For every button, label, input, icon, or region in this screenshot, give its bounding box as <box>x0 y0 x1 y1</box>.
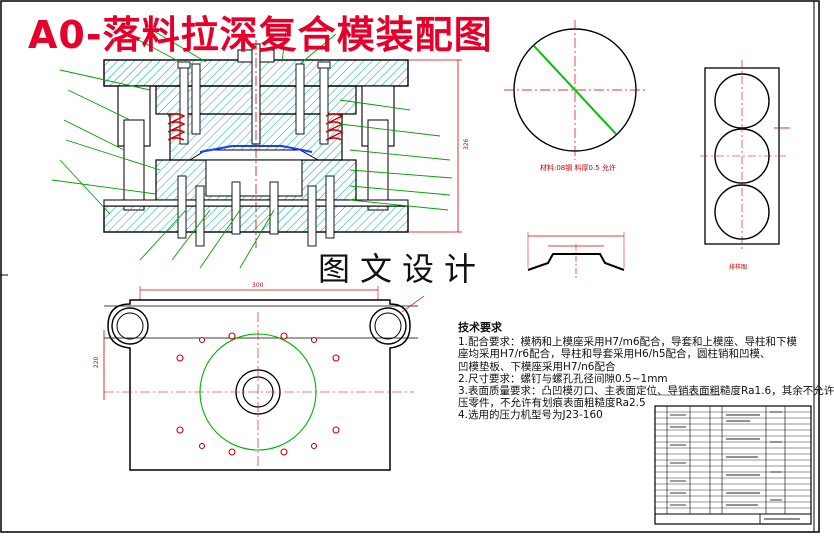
assembly-section-view: 326 <box>51 29 470 269</box>
strip-layout-label: 排样图 <box>729 263 747 271</box>
guide-hole-left <box>111 307 149 345</box>
part-leaders <box>51 29 453 269</box>
sheet-border <box>0 0 820 533</box>
lower-die-base-outline <box>107 299 411 471</box>
technical-requirements-heading: 技术要求 <box>458 321 502 334</box>
guide-hole-right <box>369 307 407 345</box>
tech-line-5: 3.表面质量要求：凸凹模刃口、主表面定位、导销表面粗糙度Ra1.6，其余不允许 <box>458 385 834 398</box>
tech-line-3: 凹模垫板、下模座采用H7/n6配合 <box>458 360 616 373</box>
tech-line-2: 座均采用H7/r6配合，导柱和导套采用H6/h5配合，圆柱销和凹模、 <box>458 348 771 361</box>
height-dimension-label: 326 <box>463 138 470 150</box>
blank-diameter-leader <box>533 45 617 135</box>
stripper-springs <box>167 113 344 141</box>
plan-screw-holes <box>176 332 340 456</box>
drawing-canvas: 326 材料:08钢 料厚0.5 允许 排样图 300 <box>0 0 820 533</box>
screws-lower <box>177 175 335 247</box>
lower-die-plan-view: 300 220 <box>93 282 425 474</box>
parts-list-table <box>654 405 812 525</box>
plan-side-dimension: 220 <box>93 356 100 368</box>
plan-width-dimension: 300 <box>252 282 264 289</box>
drawing-die-cavity <box>188 149 320 161</box>
screws-upper <box>177 61 331 145</box>
tech-line-7: 4.选用的压力机型号为J23-160 <box>458 409 603 422</box>
tech-line-4: 2.尺寸要求：螺钉与螺孔孔径间隙0.5~1mm <box>458 372 668 385</box>
height-dimension <box>408 59 462 233</box>
blank-part-line <box>199 145 313 153</box>
blank-material-label: 材料:08钢 料厚0.5 允许 <box>540 163 616 172</box>
part-profile <box>527 232 625 278</box>
drawing-subtitle: 图文设计 <box>318 250 487 288</box>
tech-line-6: 压零件，不允许有划痕表面粗糙度Ra2.5 <box>458 397 646 410</box>
guide-post-left <box>123 119 145 211</box>
technical-requirements: 技术要求 1.配合要求：模柄和上模座采用H7/m6配合，导套和上模座、导柱和下模… <box>458 321 834 422</box>
guide-post-right <box>367 119 389 211</box>
drawing-title: A0-落料拉深复合模装配图 <box>28 13 493 57</box>
drawn-part-section <box>527 253 625 271</box>
blank-drawing <box>504 20 646 160</box>
tech-line-1: 1.配合要求：模柄和上模座采用H7/m6配合，导套和上模座、导柱和下模 <box>458 336 798 349</box>
strip-layout <box>700 60 790 250</box>
